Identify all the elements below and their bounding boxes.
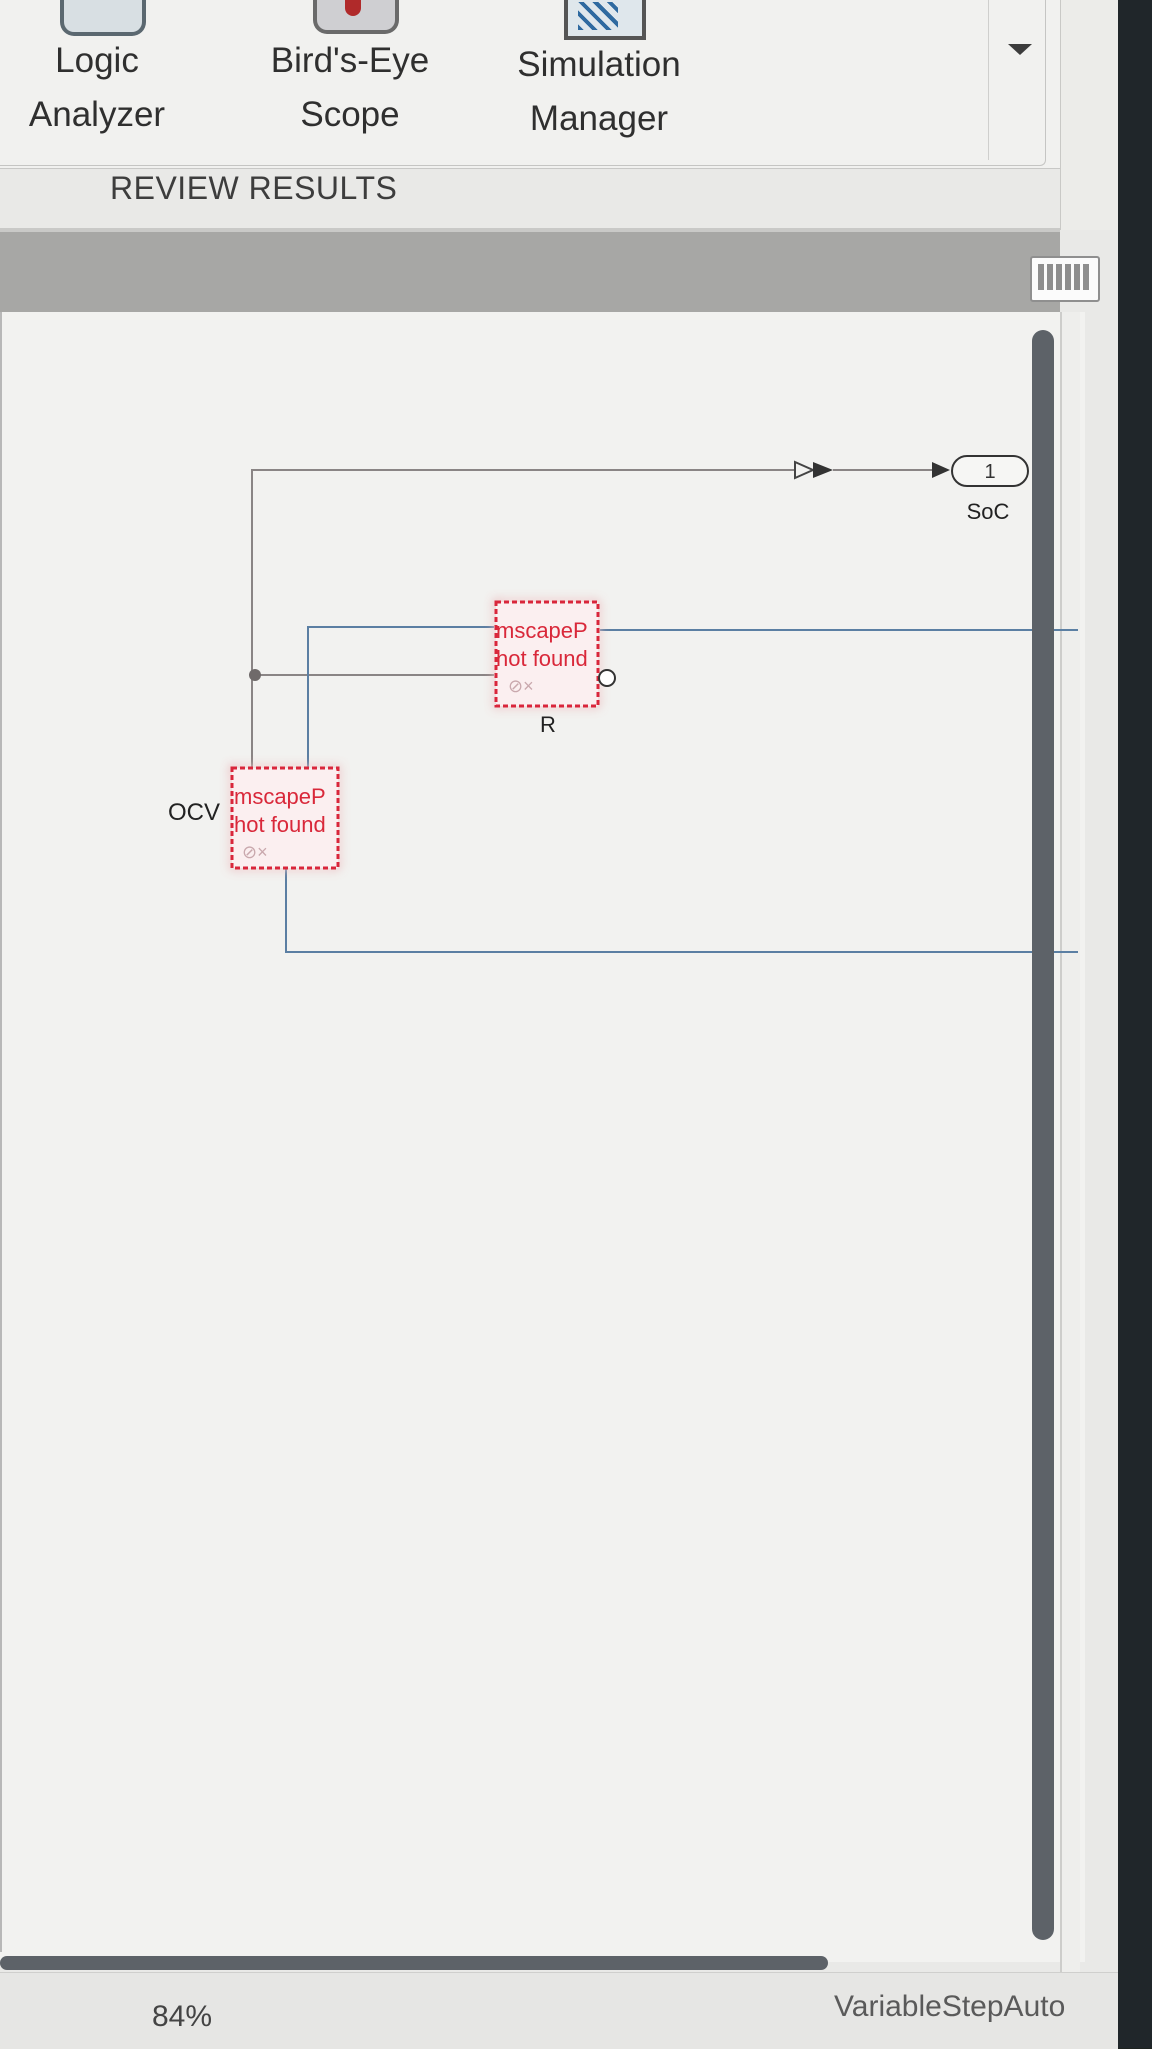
broken-link-icon: ⊘×	[508, 676, 534, 696]
block-ocv-text1: mscapeP	[234, 784, 326, 809]
logic-analyzer-button[interactable]: Logic Analyzer	[8, 0, 186, 142]
horizontal-scrollbar[interactable]	[0, 1956, 828, 1970]
signal-line-blue-upper[interactable]	[307, 626, 494, 767]
logic-analyzer-icon	[60, 0, 146, 36]
birds-eye-label-line2: Scope	[300, 95, 400, 134]
arrow-hollow	[794, 460, 816, 480]
status-bar	[0, 1972, 1118, 2049]
signal-lines-gray	[251, 469, 795, 767]
logic-analyzer-label-line1: Logic	[55, 41, 139, 80]
outport-number: 1	[984, 461, 995, 483]
arrow-filled	[813, 462, 833, 478]
broken-link-icon: ⊘×	[242, 842, 268, 862]
arrow-outport	[932, 462, 950, 478]
canvas-right-frame	[1060, 312, 1080, 1972]
monitor-bezel	[1118, 0, 1152, 2048]
block-r-text2: hot found	[496, 646, 588, 671]
block-ocv[interactable]: mscapeP hot found ⊘× OCV	[168, 766, 340, 870]
block-ocv-frame	[230, 766, 340, 870]
block-r-text1: mscapeP	[496, 618, 588, 643]
outport-shape	[951, 455, 1029, 487]
simulink-window: Logic Analyzer Bird's-Eye Scope Simulati…	[0, 0, 1123, 2049]
block-r-conserving-port[interactable]	[598, 669, 616, 687]
sim-manager-label-line2: Manager	[529, 99, 669, 138]
block-r[interactable]: mscapeP hot found ⊘× R	[494, 600, 616, 737]
outport-label: SoC	[967, 499, 1010, 524]
block-r-label: R	[540, 712, 556, 737]
block-ocv-label: OCV	[168, 799, 220, 826]
signal-lines-blue	[285, 626, 1078, 953]
birds-eye-scope-icon	[313, 0, 399, 34]
toolstrip: Logic Analyzer Bird's-Eye Scope Simulati…	[0, 0, 1060, 169]
outport-soc[interactable]: 1 SoC	[951, 455, 1029, 524]
block-diagram: 1 SoC mscapeP hot found ⊘× R mscapeP hot…	[168, 455, 1078, 953]
birds-eye-scope-button[interactable]: Bird's-Eye Scope	[245, 0, 455, 142]
chevron-down-icon[interactable]	[1008, 44, 1032, 55]
review-results-group	[0, 0, 1046, 166]
explorer-bar	[0, 228, 1060, 316]
simulation-manager-icon	[564, 0, 646, 40]
vertical-scrollbar[interactable]	[1032, 330, 1054, 1940]
block-ocv-text2: hot found	[234, 812, 326, 837]
toolstrip-separator	[988, 0, 989, 160]
section-label: REVIEW RESULTS	[110, 170, 398, 206]
block-r-frame	[494, 600, 600, 708]
toolstrip-right-panel	[1060, 0, 1123, 230]
keyboard-icon[interactable]	[1030, 256, 1100, 302]
simulation-manager-button[interactable]: Simulation Manager	[494, 0, 704, 146]
zoom-level[interactable]: 84%	[152, 2000, 213, 2033]
signal-line-top[interactable]	[251, 469, 795, 767]
branch-point	[249, 669, 261, 681]
solver-name[interactable]: VariableStepAuto	[834, 1990, 1066, 2023]
logic-analyzer-label-line2: Analyzer	[28, 95, 166, 134]
model-canvas[interactable]	[0, 312, 1085, 1962]
canvas-left-border	[0, 312, 2, 1952]
goto-arrows	[794, 460, 950, 480]
birds-eye-label-line1: Bird's-Eye	[270, 41, 430, 80]
signal-line-blue-lower[interactable]	[285, 867, 1078, 953]
sim-manager-label-line1: Simulation	[517, 45, 681, 84]
